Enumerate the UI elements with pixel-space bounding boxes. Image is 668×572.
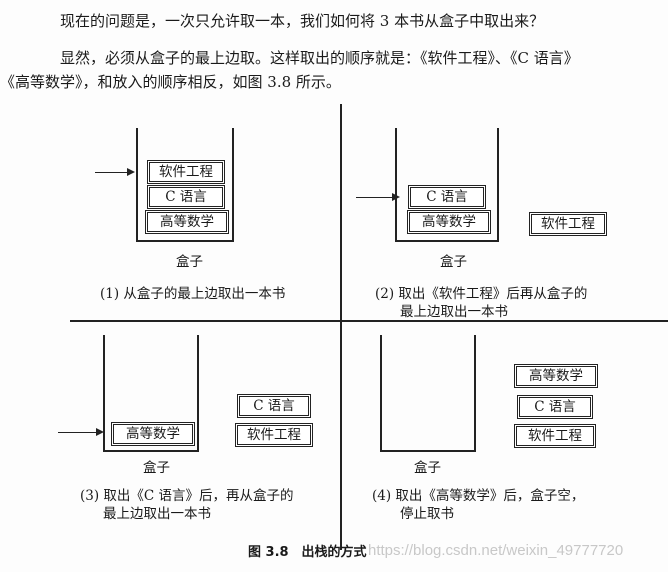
figure-title: 图 3.8 出栈的方式 — [248, 545, 367, 560]
arrow-icon — [95, 168, 135, 176]
book-higher-math: 高等数学 — [145, 210, 229, 234]
caption-3-line-1: (3) 取出《C 语言》后，再从盒子的 — [80, 488, 294, 504]
horizontal-divider — [70, 320, 668, 322]
paragraph-1: 现在的问题是，一次只允许取一本，我们如何将 3 本书从盒子中取出来？ — [60, 12, 545, 30]
book-software-engineering: 软件工程 — [147, 160, 225, 184]
box-1 — [136, 128, 234, 242]
box-label: 盒子 — [440, 254, 467, 270]
book-higher-math: 高等数学 — [111, 422, 195, 446]
arrow-icon — [356, 193, 400, 201]
book-higher-math: 高等数学 — [514, 364, 598, 388]
box-label: 盒子 — [414, 460, 441, 476]
book-c-language: C 语言 — [237, 394, 311, 418]
caption-1: (1) 从盒子的最上边取出一本书 — [100, 286, 286, 302]
caption-4-line-1: (4) 取出《高等数学》后，盒子空， — [372, 488, 585, 504]
book-higher-math: 高等数学 — [407, 210, 491, 234]
book-c-language: C 语言 — [408, 185, 486, 209]
paragraph-2-line-1: 显然，必须从盒子的最上边取。这样取出的顺序就是：《软件工程》、《C 语言》 — [60, 49, 579, 67]
caption-3-line-2: 最上边取出一本书 — [103, 506, 211, 522]
box-label: 盒子 — [143, 460, 170, 476]
caption-2-line-1: (2) 取出《软件工程》后再从盒子的 — [375, 286, 588, 302]
book-c-language: C 语言 — [517, 395, 593, 419]
book-software-engineering: 软件工程 — [514, 424, 596, 448]
vertical-divider — [340, 104, 342, 550]
box-4 — [380, 335, 476, 452]
watermark: https://blog.csdn.net/weixin_49777720 — [368, 542, 624, 559]
book-software-engineering: 软件工程 — [529, 212, 607, 236]
box-label: 盒子 — [176, 254, 203, 270]
book-software-engineering: 软件工程 — [235, 423, 313, 447]
box-2 — [395, 128, 499, 242]
book-c-language: C 语言 — [147, 185, 225, 209]
caption-2-line-2: 最上边取出一本书 — [400, 304, 508, 320]
caption-4-line-2: 停止取书 — [400, 506, 454, 522]
arrow-icon — [58, 428, 104, 436]
paragraph-2-line-2: 《高等数学》，和放入的顺序相反，如图 3.8 所示。 — [0, 73, 341, 91]
box-3 — [103, 335, 199, 452]
